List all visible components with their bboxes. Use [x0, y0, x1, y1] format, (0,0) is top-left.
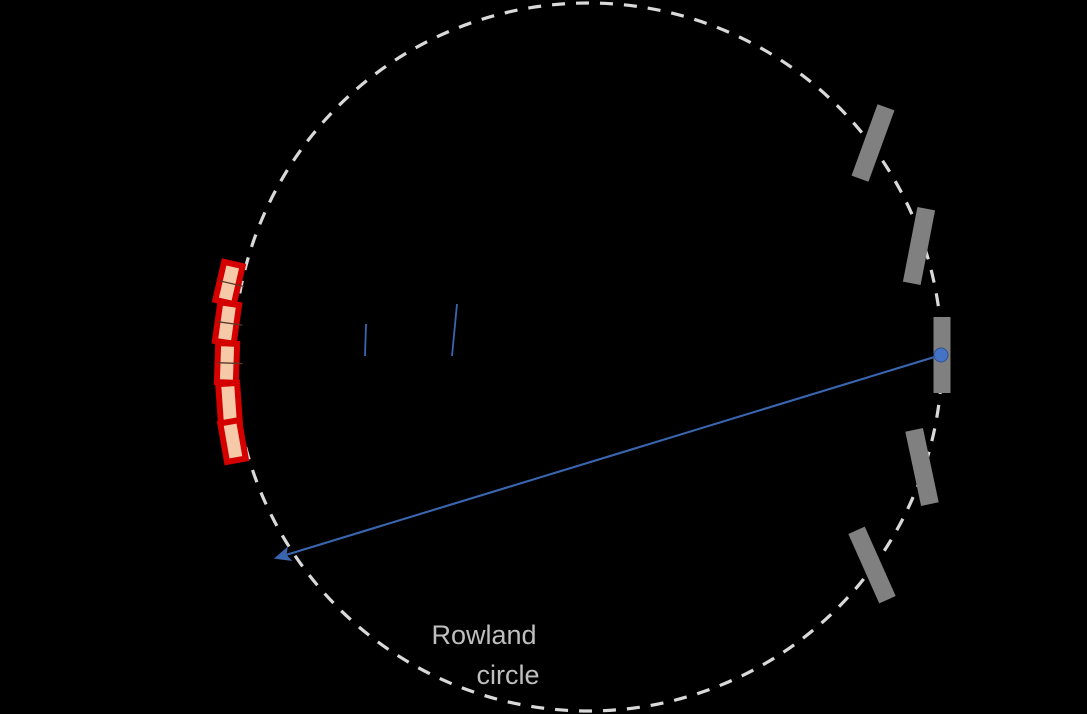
- crystal-body: [214, 379, 244, 427]
- beam-arrow: [273, 353, 942, 561]
- crystal-array: [211, 258, 250, 466]
- detector-element-4: [905, 427, 939, 507]
- crystal-body: [216, 416, 250, 466]
- crystal-divider: [217, 321, 243, 326]
- crystal-element-2: [211, 298, 243, 348]
- crystal-divider: [219, 280, 245, 288]
- rowland-circle-label-line2: circle: [476, 660, 539, 690]
- crystal-element-5: [216, 416, 250, 466]
- detector-element-2: [902, 206, 936, 286]
- crystal-element-4: [214, 379, 244, 427]
- crystal-element-1: [211, 258, 247, 308]
- center-tick-1: [364, 323, 367, 357]
- rowland-circle: [232, 1, 944, 713]
- detector-element-1: [851, 104, 895, 182]
- center-tick-2: [451, 303, 458, 357]
- detector-element-5: [848, 526, 896, 604]
- center-tick-marks: [364, 303, 458, 357]
- rowland-circle-label-line1: Rowland: [431, 620, 536, 650]
- crystal-divider: [217, 362, 243, 365]
- crystal-element-3: [213, 340, 243, 386]
- source-point: [933, 347, 949, 363]
